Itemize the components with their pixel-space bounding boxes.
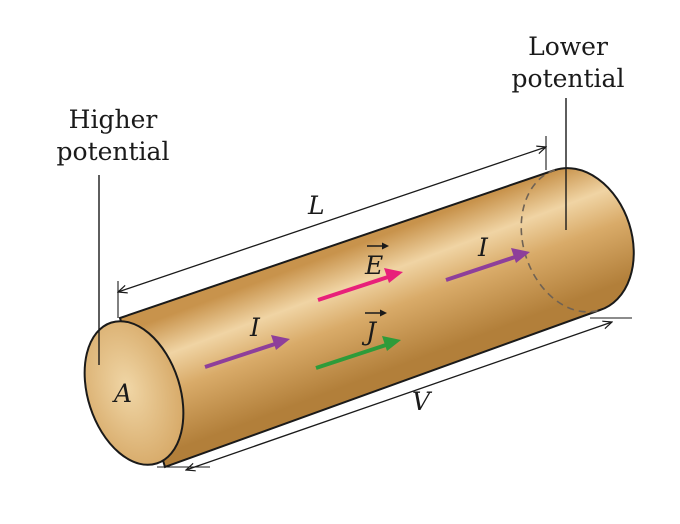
electric-field-vector-mark <box>367 242 389 250</box>
current-density-arrow <box>315 336 401 370</box>
electric-field-arrow <box>317 268 403 302</box>
area-label: A <box>112 379 132 408</box>
length-label: L <box>307 191 325 220</box>
voltage-dimension-line <box>186 322 612 470</box>
current-density-label: J <box>361 317 378 346</box>
current-label-right: I <box>477 233 489 262</box>
current-arrow-left <box>204 335 290 369</box>
higher-potential-label-line1: Higher <box>69 105 158 134</box>
lower-potential-label-line2: potential <box>512 64 625 93</box>
length-dimension-line <box>118 147 546 292</box>
higher-potential-label-line2: potential <box>57 137 170 166</box>
current-arrow-right <box>445 248 530 282</box>
left-end-face <box>83 320 185 466</box>
electric-field-label: E <box>364 251 383 280</box>
current-density-vector-mark <box>365 309 387 317</box>
current-label-left: I <box>249 313 261 342</box>
lower-potential-label-line1: Lower <box>528 32 608 61</box>
conductor-body <box>118 167 635 469</box>
voltage-label: V <box>412 387 433 416</box>
